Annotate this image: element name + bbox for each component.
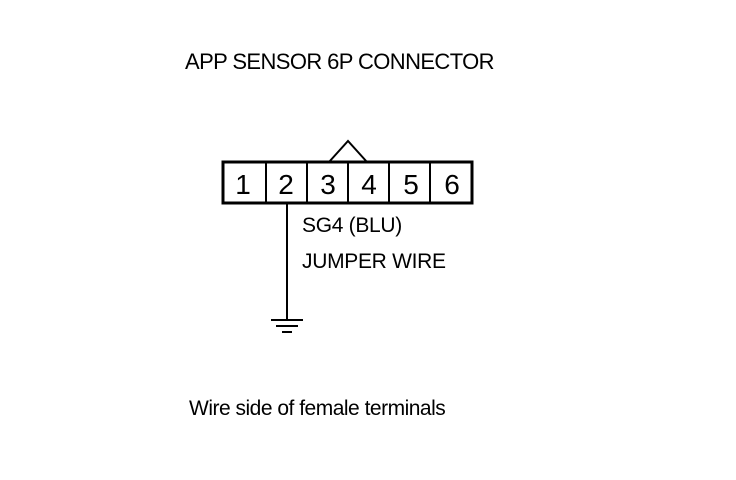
view-caption: Wire side of female terminals — [189, 397, 446, 420]
jumper-wire-label: JUMPER WIRE — [302, 250, 446, 273]
ground-symbol-icon — [271, 319, 303, 333]
pin-number: 2 — [278, 169, 294, 200]
pin-number: 3 — [320, 169, 336, 200]
connector-body — [221, 160, 474, 205]
wire-color-label: SG4 (BLU) — [302, 214, 402, 237]
pin-number: 4 — [361, 169, 377, 200]
diagram-title: APP SENSOR 6P CONNECTOR — [185, 49, 495, 74]
jumper-bridge-icon — [328, 139, 368, 163]
pin-number: 5 — [403, 169, 419, 200]
pin-number: 6 — [444, 169, 460, 200]
pin-number: 1 — [235, 169, 251, 200]
